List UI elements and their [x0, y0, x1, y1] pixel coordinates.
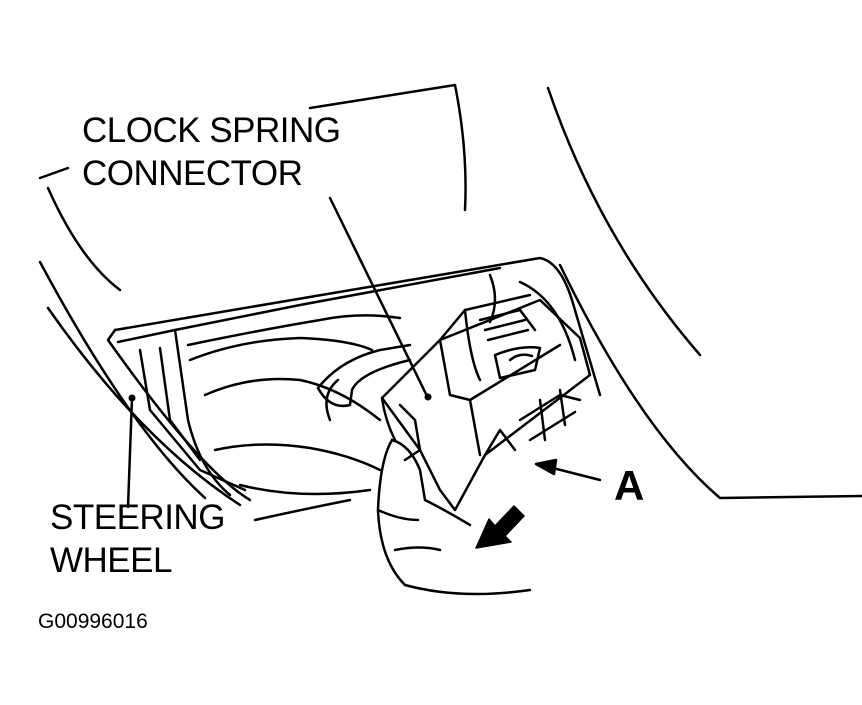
steering-wheel-leader: [126, 396, 134, 509]
leader-lines: [126, 196, 602, 509]
figure-code: G00996016: [38, 610, 148, 633]
column-cover: [106, 256, 602, 522]
clock-spring-label-line2: CONNECTOR: [82, 154, 303, 193]
clock-spring-label-line1: CLOCK SPRING: [82, 111, 341, 150]
dashboard-outline: [38, 83, 862, 507]
clock-spring-leader-dot: [424, 393, 432, 401]
clock-spring-connector: [380, 293, 592, 512]
steering-wheel-leader-dot: [128, 394, 136, 402]
wire-harness: [316, 343, 412, 422]
callout-a-arrowhead: [534, 458, 558, 476]
callout-a-label: A: [614, 462, 645, 509]
clock-spring-leader: [328, 196, 428, 396]
steering-wheel-label-line1: STEERING: [50, 498, 225, 537]
steering-wheel-label-line2: WHEEL: [50, 541, 172, 580]
hand: [376, 438, 532, 596]
pull-arrow-icon: [475, 505, 525, 549]
